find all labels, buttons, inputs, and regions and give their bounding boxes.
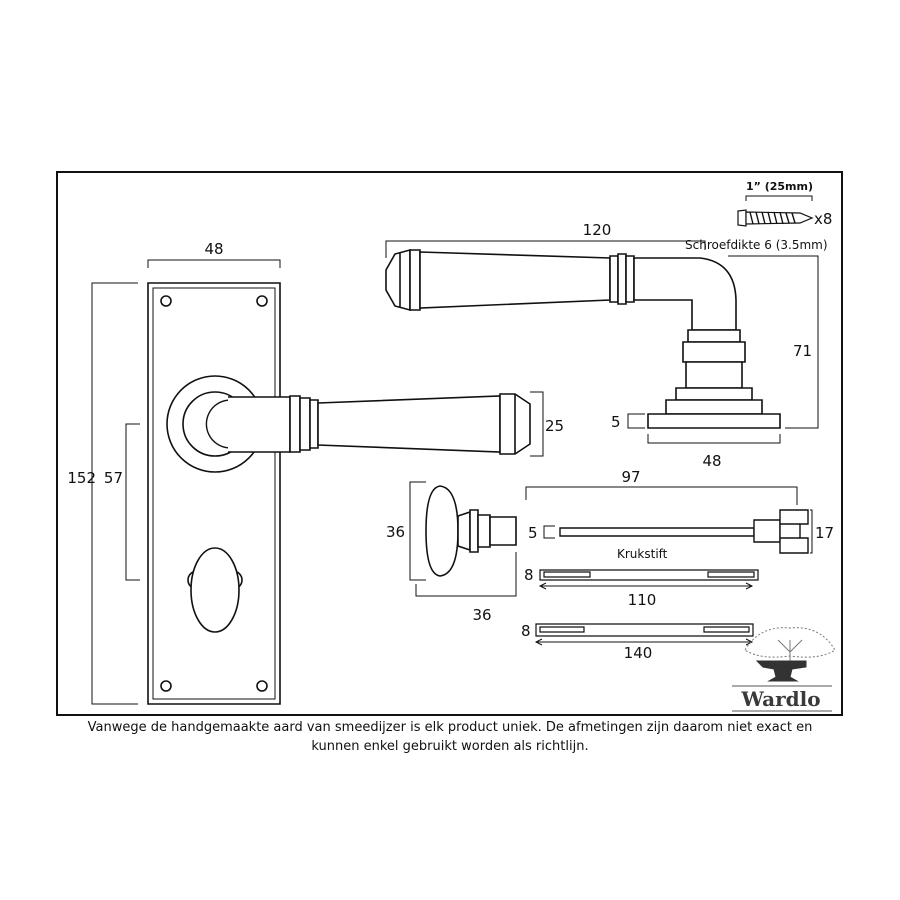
plate-height-label: 152 [67, 469, 96, 487]
projection-dimension [728, 256, 818, 428]
long-spindle-width-label: 8 [521, 622, 531, 640]
spindle-thickness-label: 5 [528, 524, 538, 542]
screw-length-label: 1” (25mm) [746, 180, 813, 193]
wardlo-logo: Wardlo [732, 628, 835, 711]
disclaimer-line-2: kunnen enkel gebruikt worden als richtli… [311, 739, 589, 754]
rose-thickness-label: 5 [611, 413, 621, 431]
tree-icon [745, 628, 835, 665]
rose-diameter-label: 48 [702, 452, 721, 470]
spindle-thickness-dimension [544, 526, 555, 538]
spindle-head-label: 17 [815, 524, 834, 542]
screw-drawing [738, 196, 812, 226]
short-spindle [540, 570, 758, 580]
turn-depth-label: 36 [472, 606, 491, 624]
rose-diameter-dimension [648, 434, 780, 443]
drawing-frame [57, 172, 842, 715]
centers-label: 57 [104, 469, 123, 487]
turn-height-dimension [410, 482, 426, 580]
grip-label: 25 [545, 417, 564, 435]
spindle-length-label: 97 [621, 468, 640, 486]
brand-name: Wardlo [740, 687, 820, 711]
plate-width-label: 48 [204, 240, 223, 258]
krukstift-label: Krukstift [617, 547, 668, 561]
spindle-drawing [560, 510, 808, 553]
long-spindle [536, 624, 753, 636]
spindle-length-dimension [526, 487, 797, 505]
turn-depth-dimension [416, 552, 516, 596]
short-spindle-length-label: 110 [628, 591, 657, 609]
turn-knob-drawing [426, 486, 516, 576]
short-spindle-dimension [540, 583, 752, 589]
backplate [148, 283, 530, 704]
grip-dimension [530, 392, 543, 456]
projection-label: 71 [793, 342, 812, 360]
anvil-icon [757, 661, 806, 681]
lever-length-label: 120 [583, 221, 612, 239]
turn-height-label: 36 [386, 523, 405, 541]
rose-thickness-dimension [628, 414, 645, 428]
lever-length-dimension [386, 241, 705, 258]
short-spindle-width-label: 8 [524, 566, 534, 584]
disclaimer: Vanwege de handgemaakte aard van smeedij… [0, 718, 900, 756]
screw-gauge-label: Schroefdikte 6 (3.5mm) [685, 238, 828, 252]
lever-side-view [386, 250, 780, 428]
long-spindle-length-label: 140 [624, 644, 653, 662]
plate-width-dimension [148, 260, 280, 268]
disclaimer-line-1: Vanwege de handgemaakte aard van smeedij… [87, 720, 813, 735]
plate-height-dimension [92, 283, 138, 704]
long-spindle-dimension [536, 639, 752, 645]
screw-quantity-label: x8 [814, 210, 832, 228]
centers-dimension [126, 424, 140, 580]
spindle-head-dimension [810, 510, 812, 553]
